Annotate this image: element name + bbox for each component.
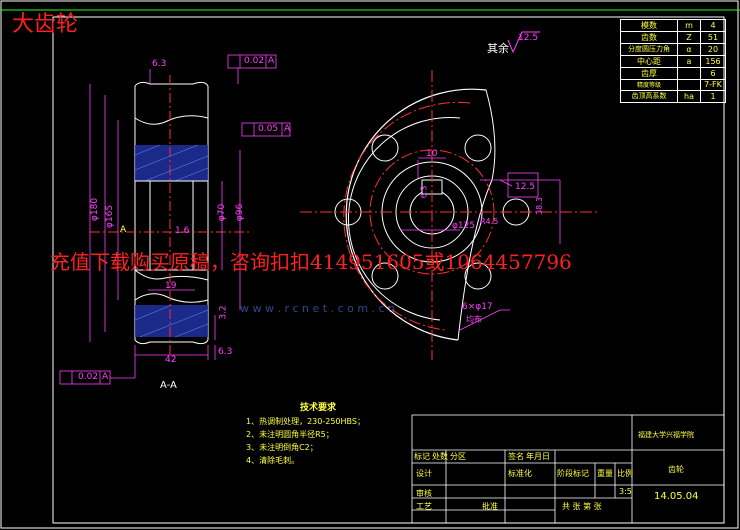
watermark-text: 充值下载购买原稿，咨询扣扣414951605或1064457796 bbox=[50, 250, 572, 274]
circle-diameter: φ125 bbox=[452, 221, 476, 231]
roughness-top: 6.3 bbox=[152, 59, 167, 69]
tech-item: 1、热调制处理，230-250HBS； bbox=[246, 417, 365, 426]
title-block-grid bbox=[411, 414, 725, 524]
tech-heading: 技术要求 bbox=[300, 403, 337, 413]
tb-sign: 签名 bbox=[508, 452, 524, 461]
keyway-depth: 6.3 bbox=[419, 185, 429, 199]
roughness-other-value: 12.5 bbox=[518, 33, 539, 43]
tol-mid-value: 0.05 bbox=[258, 124, 279, 134]
tech-item: 3、未注明倒角C2； bbox=[246, 443, 318, 452]
tol-top-value: 0.02 bbox=[244, 56, 265, 66]
keyway-radius: R4.5 bbox=[480, 217, 499, 226]
roughness-other-label: 其余 bbox=[487, 42, 509, 55]
face-width: 42 bbox=[165, 355, 177, 365]
roughness-key: 12.5 bbox=[515, 182, 536, 192]
tb-design: 设计 bbox=[416, 469, 432, 478]
dim-19: 19 bbox=[165, 281, 177, 291]
keyway-height: 38.3 bbox=[534, 197, 544, 215]
tb-ratio: 比例 bbox=[617, 469, 633, 478]
tb-scale: 3:5 bbox=[619, 487, 632, 496]
hub-diameter-2: φ96 bbox=[235, 203, 246, 222]
tb-date: 年月日 bbox=[526, 452, 550, 461]
drawing-title: 大齿轮 bbox=[12, 12, 79, 37]
section-view bbox=[59, 54, 291, 385]
keyway-width: 10 bbox=[426, 149, 438, 159]
front-view bbox=[300, 31, 600, 360]
tol-bot-datum: A bbox=[102, 372, 109, 382]
tech-item: 2、未注明圆角半径R5； bbox=[246, 430, 334, 439]
hub-diameter: φ70 bbox=[217, 203, 228, 222]
tb-drawing-no: 14.05.04 bbox=[654, 491, 699, 502]
tb-school: 福建大学兴福学院 bbox=[638, 431, 694, 439]
roughness-bot: 6.3 bbox=[218, 347, 233, 357]
tb-stage: 阶段标记 bbox=[557, 469, 589, 478]
tol-bot-value: 0.02 bbox=[78, 372, 99, 382]
tol-top-datum: A bbox=[268, 56, 275, 66]
holes-note: 均布 bbox=[466, 315, 482, 324]
tb-sheets: 共 张 第 张 bbox=[562, 502, 602, 511]
tb-review: 审核 bbox=[416, 489, 432, 498]
tb-mark: 标记 bbox=[414, 452, 430, 461]
datum-a-marker: A bbox=[120, 225, 127, 235]
tb-part: 齿轮 bbox=[668, 465, 684, 474]
tol-mid-datum: A bbox=[284, 124, 291, 134]
chamfer-dim: 3.2 bbox=[218, 305, 229, 320]
watermark-url: w w w . r c n e t . c o m . c n bbox=[240, 302, 396, 315]
holes-dim: 6×φ17 bbox=[462, 302, 493, 312]
tb-count: 处数 bbox=[432, 452, 448, 461]
tb-process: 工艺 bbox=[416, 502, 432, 511]
roughness-mid: 1.6 bbox=[175, 226, 190, 236]
tb-standardize: 标准化 bbox=[508, 469, 532, 478]
root-diameter: φ165 bbox=[105, 204, 116, 229]
tb-weight: 重量 bbox=[597, 469, 613, 478]
outer-diameter: φ180 bbox=[90, 197, 101, 222]
tb-zone: 分区 bbox=[450, 452, 466, 461]
tech-item: 4、清除毛刺。 bbox=[246, 456, 300, 465]
tb-approve: 批准 bbox=[482, 502, 498, 511]
inner-frame bbox=[52, 16, 725, 524]
section-label: A-A bbox=[160, 380, 177, 391]
